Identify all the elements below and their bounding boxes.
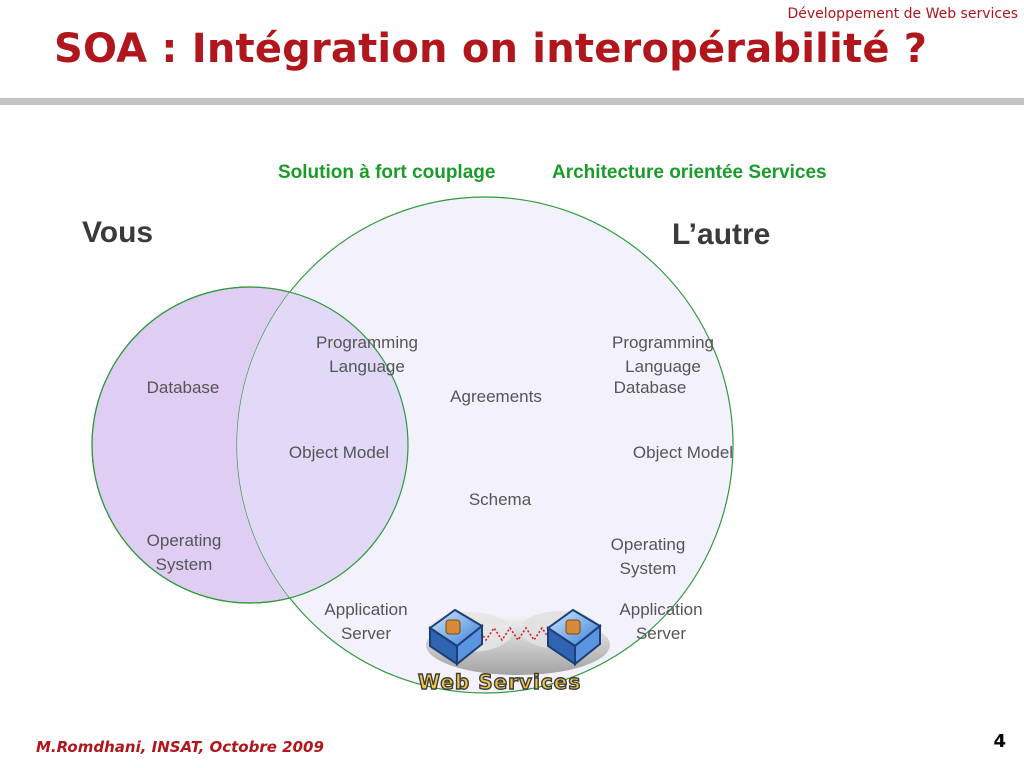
overlap-programming-line: Programming	[315, 333, 419, 352]
left-operating-line: Operating	[146, 531, 222, 550]
left-system-line: System	[155, 555, 213, 574]
right-server-line: Server	[635, 624, 687, 643]
overlap-object-model-term: Object Model	[288, 443, 390, 462]
right-programming-language-term: Programming Language	[612, 331, 714, 379]
footer-author: M.Romdhani, INSAT, Octobre 2009	[36, 738, 324, 756]
overlap-server-line: Server	[340, 624, 392, 643]
soa-label: Architecture orientée Services	[552, 162, 827, 183]
overlap-application-server-term: Application Server	[324, 598, 407, 646]
server-cube-left-icon	[428, 608, 484, 667]
coupling-label: Solution à fort couplage	[278, 162, 496, 183]
overlap-application-line: Application	[324, 600, 408, 619]
web-services-logo-text: Web Services	[417, 669, 582, 694]
right-language-line: Language	[625, 357, 701, 376]
right-system-line: System	[619, 559, 677, 578]
other-label: L’autre	[672, 218, 771, 251]
right-application-server-term: Application Server	[619, 598, 702, 646]
right-object-model-term: Object Model	[632, 443, 734, 462]
overlap-programming-language-term: Programming Language	[316, 331, 418, 379]
schema-term: Schema	[468, 490, 532, 509]
right-operating-line: Operating	[610, 535, 686, 554]
web-services-logo	[426, 608, 610, 675]
left-circle-outline	[91, 286, 409, 604]
overlap-language-line: Language	[329, 357, 405, 376]
server-cube-right-icon	[546, 608, 602, 667]
page-number: 4	[993, 731, 1006, 752]
right-operating-system-term: Operating System	[611, 533, 686, 581]
slide-title: SOA : Intégration on interopérabilité ?	[54, 26, 928, 72]
agreements-term: Agreements	[450, 387, 542, 406]
right-programming-line: Programming	[611, 333, 715, 352]
you-label: Vous	[82, 216, 154, 249]
left-operating-system-term: Operating System	[147, 529, 222, 577]
title-divider	[0, 98, 1024, 105]
course-header: Développement de Web services	[787, 6, 1018, 22]
right-application-line: Application	[619, 600, 703, 619]
left-database-term: Database	[146, 378, 220, 397]
right-database-term: Database	[613, 378, 687, 397]
